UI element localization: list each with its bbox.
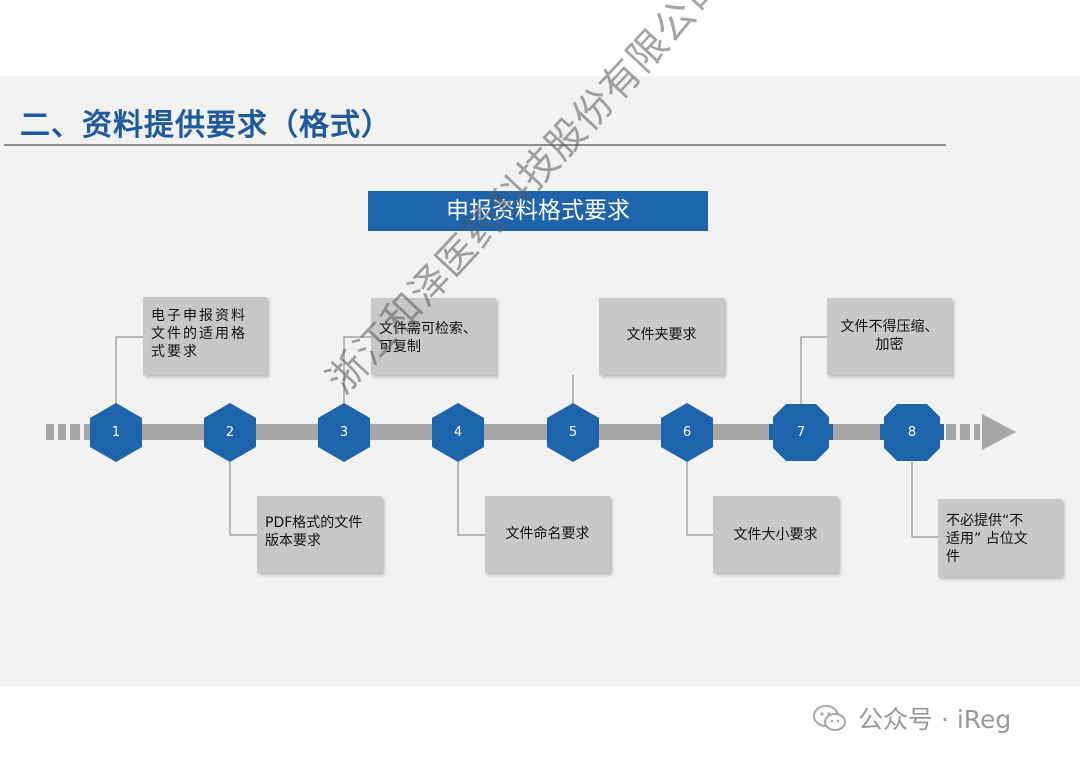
timeline-arrowhead [982,414,1016,450]
connector-2 [229,462,257,536]
timeline-bar [92,424,940,440]
step-box-4: 文件命名要求 [485,496,610,573]
step-box-1: 电子申报资料 文件的适用格 式要求 [143,297,267,375]
octagon-7 [773,404,829,461]
timeline-tail-dash [70,424,80,440]
step-number-5: 5 [568,425,578,440]
timeline-tail-dash [84,424,94,440]
page-title: 二、资料提供要求（格式） [20,108,392,143]
connector-8 [911,462,938,538]
step-number-4: 4 [453,425,463,440]
timeline-tail-dash [58,424,66,440]
octagon-8 [884,404,940,461]
connector-7 [800,336,827,404]
timeline-head-dash [960,424,970,440]
hexagon-5 [547,403,599,462]
step-3-line: 可复制 [379,339,421,355]
step-box-8: 不必提供“不 适用” 占位文 件 [938,499,1062,577]
connector-3 [343,336,371,404]
step-box-7: 文件不得压缩、 加密 [827,298,952,375]
slide-background [0,76,1080,686]
octagon-7-tab [769,424,773,440]
hexagon-6 [661,403,713,462]
connector-6 [686,462,713,536]
step-1-line: 式要求 [151,344,199,360]
step-2-line: 版本要求 [265,533,321,549]
wechat-icon [813,705,846,731]
hexagon-3 [318,403,370,462]
hexagon-1 [90,403,142,462]
timeline-head-dash [974,424,980,440]
hexagon-2 [204,403,256,462]
connector-1 [115,336,143,404]
step-3-line: 文件需可检索、 [379,321,477,337]
title-divider [4,144,946,146]
step-7-line: 加密 [875,337,904,353]
diagram-banner: 申报资料格式要求 [368,191,708,231]
step-number-7: 7 [796,425,806,440]
step-box-6: 文件大小要求 [713,496,838,573]
step-number-8: 8 [907,425,917,440]
footer-brand: 公众号 · iReg [812,700,1011,736]
step-8-line: 件 [946,549,960,565]
hexagons [90,403,944,462]
step-box-2: PDF格式的文件 版本要求 [257,496,382,573]
octagon-7-tab [829,424,833,440]
step-1-line: 文件的适用格 [151,326,247,342]
step-number-6: 6 [682,425,692,440]
connector-4 [457,462,485,536]
step-8-line: 适用” 占位文 [946,531,1028,547]
timeline-head-dash [946,424,956,440]
step-2-line: PDF格式的文件 [265,515,363,531]
connectors [115,336,938,538]
step-number-1: 1 [111,425,121,440]
step-number-3: 3 [339,425,349,440]
step-box-3: 文件需可检索、 可复制 [371,298,496,375]
step-1-line: 电子申报资料 [151,308,247,324]
step-box-5: 文件夹要求 [599,298,724,375]
octagon-8-tab [880,424,884,440]
footer-text: 公众号 · iReg [858,705,1012,734]
octagon-8-tab [940,424,944,440]
step-8-line: 不必提供“不 [946,513,1024,529]
step-7-line: 文件不得压缩、 [840,319,939,335]
timeline-tail-dash [46,424,54,440]
hexagon-4 [432,403,484,462]
step-number-2: 2 [225,425,235,440]
